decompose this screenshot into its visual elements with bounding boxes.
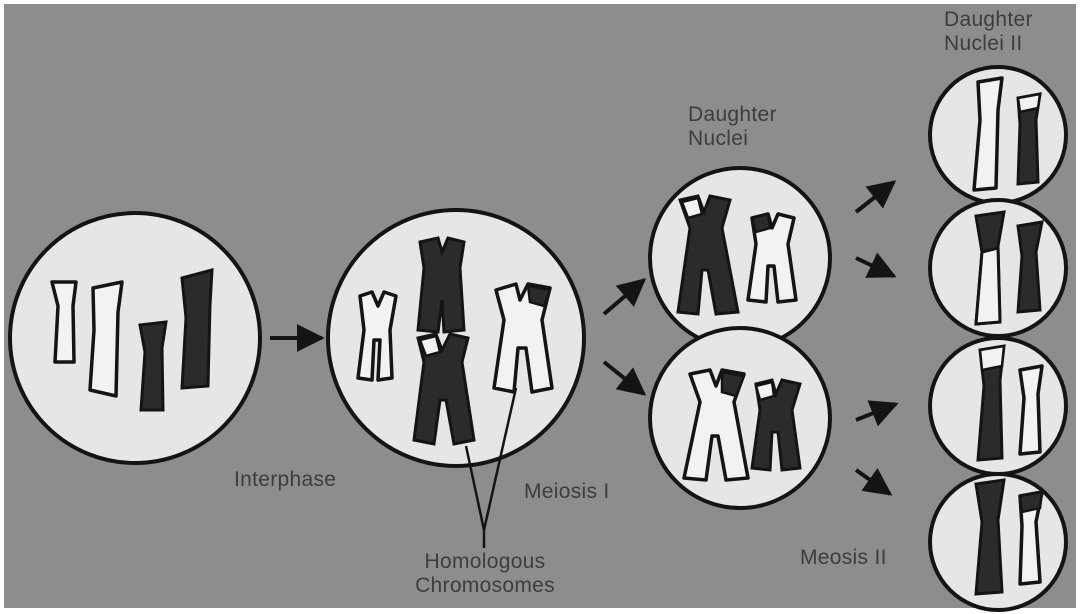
daughter-nucleus2-4 (930, 474, 1066, 610)
label-daughter-nuclei-line2: Nuclei (688, 127, 777, 151)
label-meiosis1: Meiosis I (524, 480, 610, 504)
label-meiosis2: Meosis II (800, 546, 887, 570)
label-homologous-chromosomes: Homologous Chromosomes (388, 550, 582, 598)
interphase-cell (10, 213, 260, 463)
daughter-nucleus2-3 (930, 338, 1066, 474)
label-daughter-nuclei-ii: Daughter Nuclei II (944, 8, 1033, 56)
daughter-nucleus2-1 (930, 67, 1066, 203)
daughter-nucleus2-2 (930, 200, 1066, 336)
label-daughter-nuclei-line1: Daughter (688, 103, 777, 127)
daughter-nucleus-bottom (650, 328, 830, 508)
label-daughter-nuclei-ii-line2: Nuclei II (944, 32, 1033, 56)
label-daughter-nuclei-ii-line1: Daughter (944, 8, 1033, 32)
meiosis1-cell (328, 210, 584, 466)
label-homologous-line1: Homologous (388, 550, 582, 574)
daughter-nucleus-top (650, 168, 830, 348)
label-daughter-nuclei: Daughter Nuclei (688, 103, 777, 151)
label-interphase: Interphase (234, 468, 336, 492)
label-homologous-line2: Chromosomes (388, 574, 582, 598)
